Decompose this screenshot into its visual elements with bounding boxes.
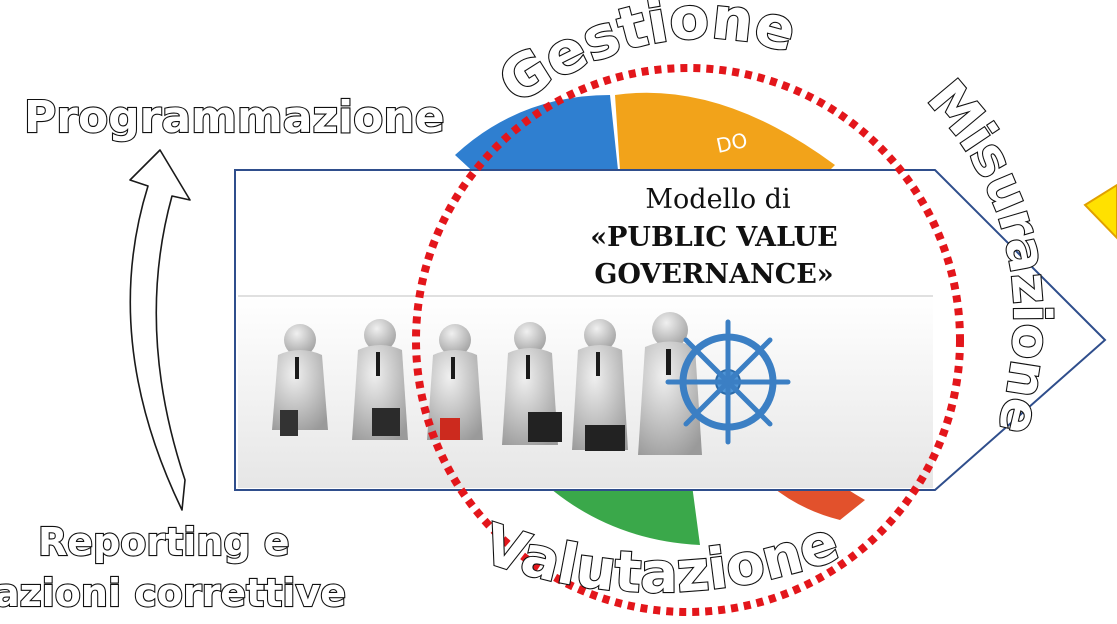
figure-2 (352, 319, 408, 440)
panel-title-line2: «PUBLIC VALUE (590, 222, 837, 253)
central-panel: Modello di «PUBLIC VALUE GOVERNANCE» (234, 169, 1107, 491)
label-reporting-line1: Reporting e (38, 520, 290, 564)
label-valutazione: Valutazione (476, 509, 847, 606)
dashed-red-circle (412, 64, 964, 616)
ship-wheel-icon (665, 319, 791, 445)
cycle-arrow-icon (129, 149, 191, 511)
panel-title-line1: Modello di (645, 184, 791, 215)
figure-1 (272, 324, 328, 436)
panel-title-line3: GOVERNANCE» (594, 259, 833, 290)
figure-5 (572, 319, 628, 451)
label-programmazione: Programmazione (24, 92, 445, 143)
figure-4 (502, 322, 562, 445)
figure-3 (427, 324, 483, 440)
label-reporting-line2: azioni correttive (0, 571, 346, 615)
businessmen-illustration (272, 312, 702, 455)
warning-triangle-icon (1083, 183, 1117, 240)
